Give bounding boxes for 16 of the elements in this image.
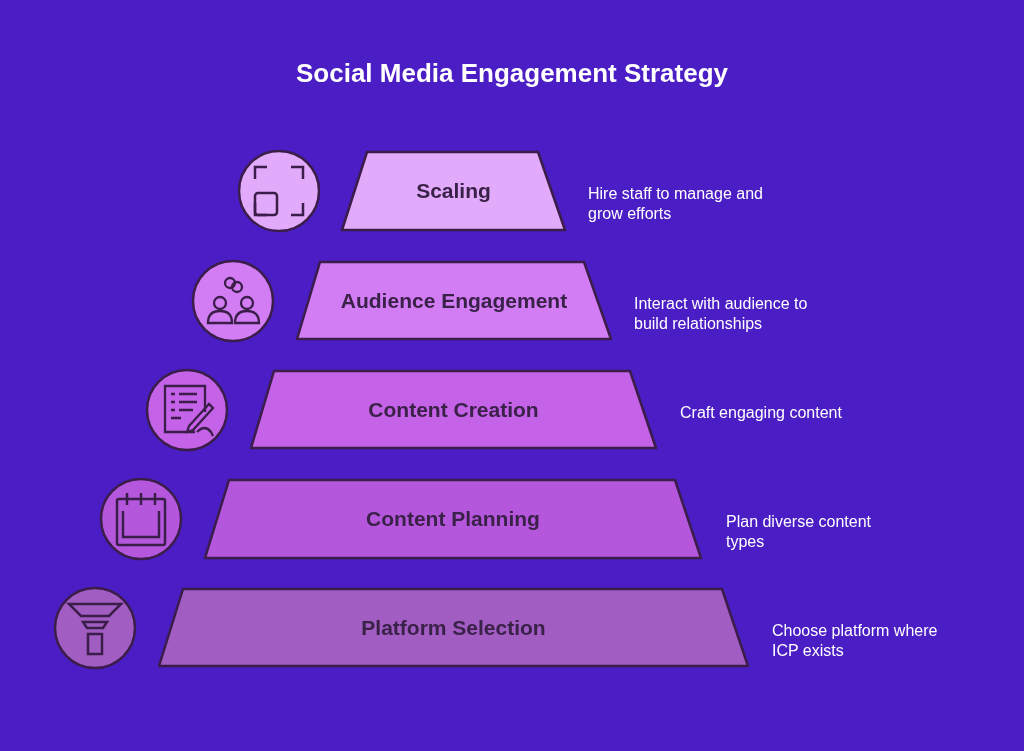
tier-description: Interact with audience to build relationships <box>634 294 809 334</box>
tier-label: Platform Selection <box>361 615 546 640</box>
tier-label: Scaling <box>416 179 491 203</box>
pyramid-tier <box>203 478 703 560</box>
tier-description: Plan diverse content types <box>726 512 872 552</box>
tier-label: Content Creation <box>368 397 539 422</box>
diagram-title: Social Media Engagement Strategy <box>295 58 729 89</box>
tier-description: Craft engaging content <box>680 403 843 423</box>
tier-description: Hire staff to manage and grow efforts <box>588 184 763 224</box>
tier-label: Audience Engagement <box>340 288 568 313</box>
pyramid-tier <box>340 150 567 232</box>
tier-description: Choose platform where ICP exists <box>772 621 939 661</box>
tier-label: Content Planning <box>366 507 540 531</box>
pyramid-tier <box>157 587 750 668</box>
pyramid-tier <box>249 369 658 450</box>
pyramid-tier <box>295 260 613 341</box>
